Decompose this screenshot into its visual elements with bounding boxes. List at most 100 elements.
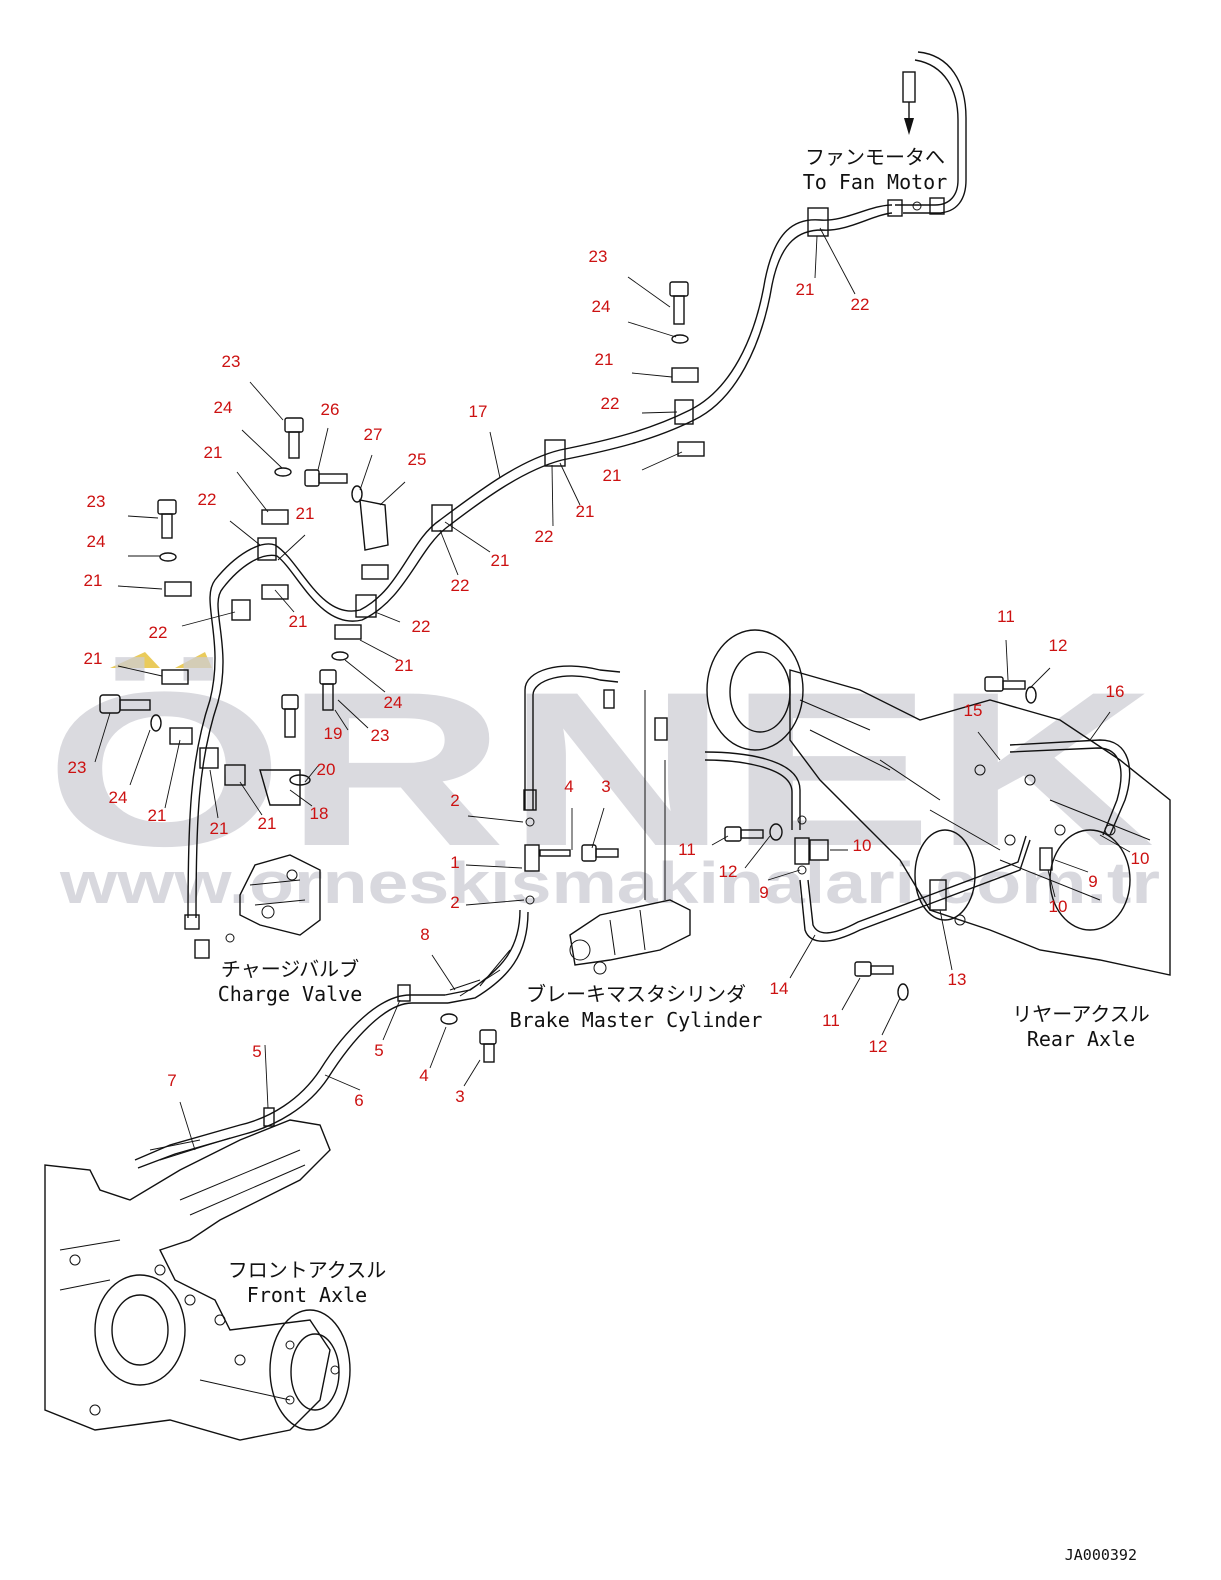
clamp bbox=[224, 764, 246, 786]
clamp bbox=[674, 399, 694, 425]
callout-21: 21 bbox=[84, 571, 103, 590]
callout-22: 22 bbox=[601, 394, 620, 413]
clamp bbox=[261, 584, 289, 600]
callout-6: 6 bbox=[354, 1091, 363, 1110]
brake-master-label-en: Brake Master Cylinder bbox=[509, 1008, 763, 1032]
front-axle-label-jp: フロントアクスル bbox=[227, 1258, 387, 1282]
watermark-accent-right bbox=[175, 652, 212, 668]
callout-22: 22 bbox=[535, 527, 554, 546]
rear-axle-label-en: Rear Axle bbox=[1026, 1027, 1136, 1051]
callout-11: 11 bbox=[997, 607, 1015, 626]
callout-14: 14 bbox=[770, 979, 789, 998]
callout-21: 21 bbox=[796, 280, 815, 299]
clamp bbox=[231, 599, 251, 621]
callout-10: 10 bbox=[1131, 849, 1150, 868]
callout-1: 1 bbox=[450, 853, 459, 872]
callout-24: 24 bbox=[109, 788, 128, 807]
drawing-code: JA000392 bbox=[1064, 1546, 1137, 1564]
callout-12: 12 bbox=[719, 862, 738, 881]
clamp bbox=[355, 594, 377, 618]
callout-11: 11 bbox=[678, 840, 696, 859]
callout-10: 10 bbox=[1049, 897, 1068, 916]
callout-24: 24 bbox=[592, 297, 611, 316]
clamp bbox=[199, 747, 219, 769]
callout-8: 8 bbox=[420, 925, 429, 944]
leader-lines bbox=[94, 227, 1131, 1151]
bolts-washers bbox=[99, 281, 689, 786]
brake-master-label-jp: ブレーキマスタシリンダ bbox=[526, 982, 746, 1006]
callout-21: 21 bbox=[603, 466, 622, 485]
callout-10: 10 bbox=[853, 836, 872, 855]
brake-master-cylinder bbox=[444, 665, 691, 1004]
callout-23: 23 bbox=[222, 352, 241, 371]
callout-4: 4 bbox=[564, 777, 573, 796]
fan-motor-label-jp: ファンモータへ bbox=[805, 145, 945, 169]
callout-17: 17 bbox=[469, 402, 488, 421]
callout-21: 21 bbox=[296, 504, 315, 523]
callout-15: 15 bbox=[964, 701, 983, 720]
callout-27: 27 bbox=[364, 425, 383, 444]
callout-24: 24 bbox=[214, 398, 233, 417]
callout-9: 9 bbox=[1088, 872, 1097, 891]
callout-9: 9 bbox=[759, 883, 768, 902]
callout-3: 3 bbox=[601, 777, 610, 796]
callout-21: 21 bbox=[148, 806, 167, 825]
clamp bbox=[334, 624, 362, 640]
hose-to-fan-motor bbox=[187, 51, 967, 919]
callout-20: 20 bbox=[317, 760, 336, 779]
callout-21: 21 bbox=[595, 350, 614, 369]
clamp bbox=[257, 537, 277, 561]
callout-21: 21 bbox=[210, 819, 229, 838]
rear-axle-label-jp: リヤーアクスル bbox=[1012, 1002, 1150, 1026]
callout-24: 24 bbox=[384, 693, 403, 712]
watermark-url: www.orneskismakinalari.com.tr bbox=[59, 851, 1160, 916]
clamp bbox=[161, 669, 189, 685]
callout-13: 13 bbox=[948, 970, 967, 989]
clamp bbox=[671, 367, 699, 383]
callout-19: 19 bbox=[324, 724, 343, 743]
callout-23: 23 bbox=[589, 247, 608, 266]
clamp bbox=[261, 509, 289, 525]
arrow-to-fan-motor bbox=[904, 118, 914, 135]
brake-line-front bbox=[134, 984, 497, 1169]
callout-11: 11 bbox=[822, 1011, 840, 1030]
hose-clamps bbox=[161, 207, 829, 806]
charge-valve-label-jp: チャージバルブ bbox=[220, 957, 360, 981]
clamp bbox=[164, 581, 192, 597]
callout-21: 21 bbox=[395, 656, 414, 675]
clamp bbox=[544, 439, 566, 467]
callout-12: 12 bbox=[1049, 636, 1068, 655]
front-axle bbox=[44, 1119, 351, 1441]
callout-23: 23 bbox=[68, 758, 87, 777]
callout-22: 22 bbox=[198, 490, 217, 509]
callout-22: 22 bbox=[851, 295, 870, 314]
callout-2: 2 bbox=[450, 791, 459, 810]
clamp bbox=[677, 441, 705, 457]
watermark-accent-left bbox=[110, 652, 160, 668]
callout-3: 3 bbox=[455, 1087, 464, 1106]
callout-21: 21 bbox=[576, 502, 595, 521]
callout-22: 22 bbox=[412, 617, 431, 636]
callout-7: 7 bbox=[167, 1071, 176, 1090]
callout-22: 22 bbox=[149, 623, 168, 642]
clamp bbox=[431, 504, 453, 532]
callout-12: 12 bbox=[869, 1037, 888, 1056]
callout-5: 5 bbox=[374, 1041, 383, 1060]
callout-5: 5 bbox=[252, 1042, 261, 1061]
callout-4: 4 bbox=[419, 1066, 428, 1085]
callout-2: 2 bbox=[450, 893, 459, 912]
callout-24: 24 bbox=[87, 532, 106, 551]
callout-23: 23 bbox=[371, 726, 390, 745]
callout-18: 18 bbox=[310, 804, 329, 823]
front-axle-label-en: Front Axle bbox=[246, 1283, 368, 1307]
fan-motor-label-en: To Fan Motor bbox=[802, 170, 948, 194]
charge-valve-label-en: Charge Valve bbox=[217, 982, 363, 1006]
callout-25: 25 bbox=[408, 450, 427, 469]
rear-axle bbox=[704, 629, 1171, 1001]
clamp bbox=[807, 207, 829, 237]
callout-22: 22 bbox=[451, 576, 470, 595]
callout-21: 21 bbox=[84, 649, 103, 668]
callout-21: 21 bbox=[491, 551, 510, 570]
